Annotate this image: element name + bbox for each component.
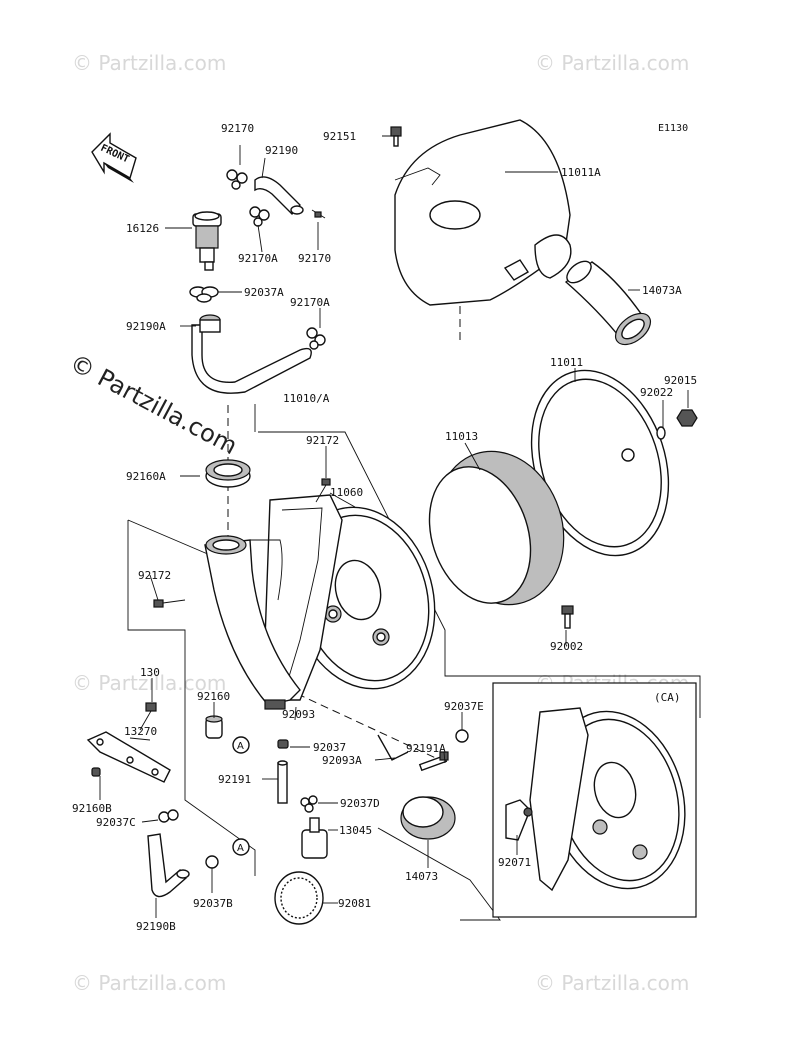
label-92037C: 92037C	[96, 816, 136, 829]
clamp-92170-top-icon	[226, 169, 248, 190]
hose-92190A-icon	[191, 314, 312, 394]
label-14073: 14073	[405, 870, 438, 883]
clamp-92170A-mid-icon	[249, 206, 270, 227]
marker-a-text-2: A	[237, 843, 244, 854]
label-13045: 13045	[339, 824, 372, 837]
hose-92190-icon	[254, 176, 304, 216]
hose-92190B-icon	[147, 833, 190, 898]
label-92172-top: 92172	[306, 434, 339, 447]
label-11010A: 11010/A	[283, 392, 330, 405]
marker-a-text-1: A	[237, 741, 244, 752]
grommet-92160B-icon	[91, 767, 101, 777]
ca-label: (CA)	[654, 691, 681, 704]
bolt-92172-top-icon	[315, 478, 331, 503]
watermark-bottom-left: © Partzilla.com	[72, 971, 226, 995]
bolt-92151-icon	[390, 126, 402, 147]
diagram-code: E1130	[658, 123, 688, 134]
label-92022: 92022	[640, 386, 673, 399]
bolt-130-icon	[139, 702, 157, 731]
label-11011A: 11011A	[561, 166, 601, 179]
label-92015: 92015	[664, 374, 697, 387]
label-92151: 92151	[323, 130, 356, 143]
label-11013: 11013	[445, 430, 478, 443]
clamp-92170A-low-icon	[306, 327, 326, 350]
label-92172-left: 92172	[138, 569, 171, 582]
label-92093A: 92093A	[322, 754, 362, 767]
air-cleaner-cover-11011	[530, 369, 670, 557]
reference-marker-a-2: A	[232, 838, 250, 856]
bolt-92002-icon	[561, 605, 574, 629]
label-11011: 11011	[550, 356, 583, 369]
clamp-92037B-icon	[205, 855, 219, 869]
cap-13045-icon	[301, 817, 328, 859]
label-92093: 92093	[282, 708, 315, 721]
label-14073A: 14073A	[642, 284, 682, 297]
watermark-large: © Partzilla.com	[65, 349, 242, 461]
label-92170-top: 92170	[221, 122, 254, 135]
pipe-92191-icon	[277, 760, 288, 804]
label-92170A-mid: 92170A	[238, 252, 278, 265]
watermark-top-right: © Partzilla.com	[535, 51, 689, 75]
label-92037B: 92037B	[193, 897, 233, 910]
label-11060: 11060	[330, 486, 363, 499]
ca-variant-inset: (CA)	[492, 682, 697, 918]
reference-marker-a-1: A	[232, 736, 250, 754]
label-92160: 92160	[197, 690, 230, 703]
label-92037D: 92037D	[340, 797, 380, 810]
fitting-92093-icon	[264, 699, 286, 710]
label-92190A: 92190A	[126, 320, 166, 333]
front-arrow-icon: FRONT	[91, 132, 137, 183]
nut-92015-icon	[676, 409, 698, 427]
label-92037: 92037	[313, 741, 346, 754]
boundary-lines	[127, 431, 701, 921]
watermark-mid-left: © Partzilla.com	[72, 671, 226, 695]
grommet-92160A-icon	[205, 459, 251, 488]
clamp-92037A-icon	[189, 286, 219, 303]
watermark-bottom-right: © Partzilla.com	[535, 971, 689, 995]
air-duct-cover-11011A	[394, 119, 572, 306]
label-13270: 13270	[124, 725, 157, 738]
connector-14073-icon	[400, 796, 456, 840]
clamp-92037D-icon	[300, 795, 318, 813]
intake-tube-14073A	[564, 260, 652, 346]
clamp-92037-icon	[277, 739, 289, 749]
intake-duct-pipe	[204, 535, 301, 706]
bracket-13270-icon	[86, 731, 171, 783]
grommet-92160-icon	[205, 715, 223, 739]
clamp-92037C-icon	[158, 809, 179, 823]
washer-92022-icon	[656, 426, 666, 440]
leader-lines	[99, 135, 689, 918]
label-92170A-low: 92170A	[290, 296, 330, 309]
label-92160B: 92160B	[72, 802, 112, 815]
label-92037E: 92037E	[444, 700, 484, 713]
clamp-92037E-icon	[455, 729, 469, 743]
part-labels: 92170 92190 92151 11011A 16126 92170A 92…	[72, 122, 697, 933]
label-92002: 92002	[550, 640, 583, 653]
valve-16126-icon	[192, 211, 222, 271]
label-92170-mid: 92170	[298, 252, 331, 265]
label-130: 130	[140, 666, 160, 679]
label-92191: 92191	[218, 773, 251, 786]
clamp-92170-mid-icon	[311, 209, 326, 219]
pipe-92093A-icon	[377, 734, 409, 761]
air-filter-11013	[428, 450, 565, 606]
label-16126: 16126	[126, 222, 159, 235]
label-92081: 92081	[338, 897, 371, 910]
ring-92081-icon	[274, 871, 324, 925]
label-92191A: 92191A	[406, 742, 446, 755]
label-92190B: 92190B	[136, 920, 176, 933]
watermark-top-left: © Partzilla.com	[72, 51, 226, 75]
label-92160A: 92160A	[126, 470, 166, 483]
label-92071: 92071	[498, 856, 531, 869]
bolt-92172-left-icon	[153, 599, 186, 608]
label-92190: 92190	[265, 144, 298, 157]
label-92037A: 92037A	[244, 286, 284, 299]
